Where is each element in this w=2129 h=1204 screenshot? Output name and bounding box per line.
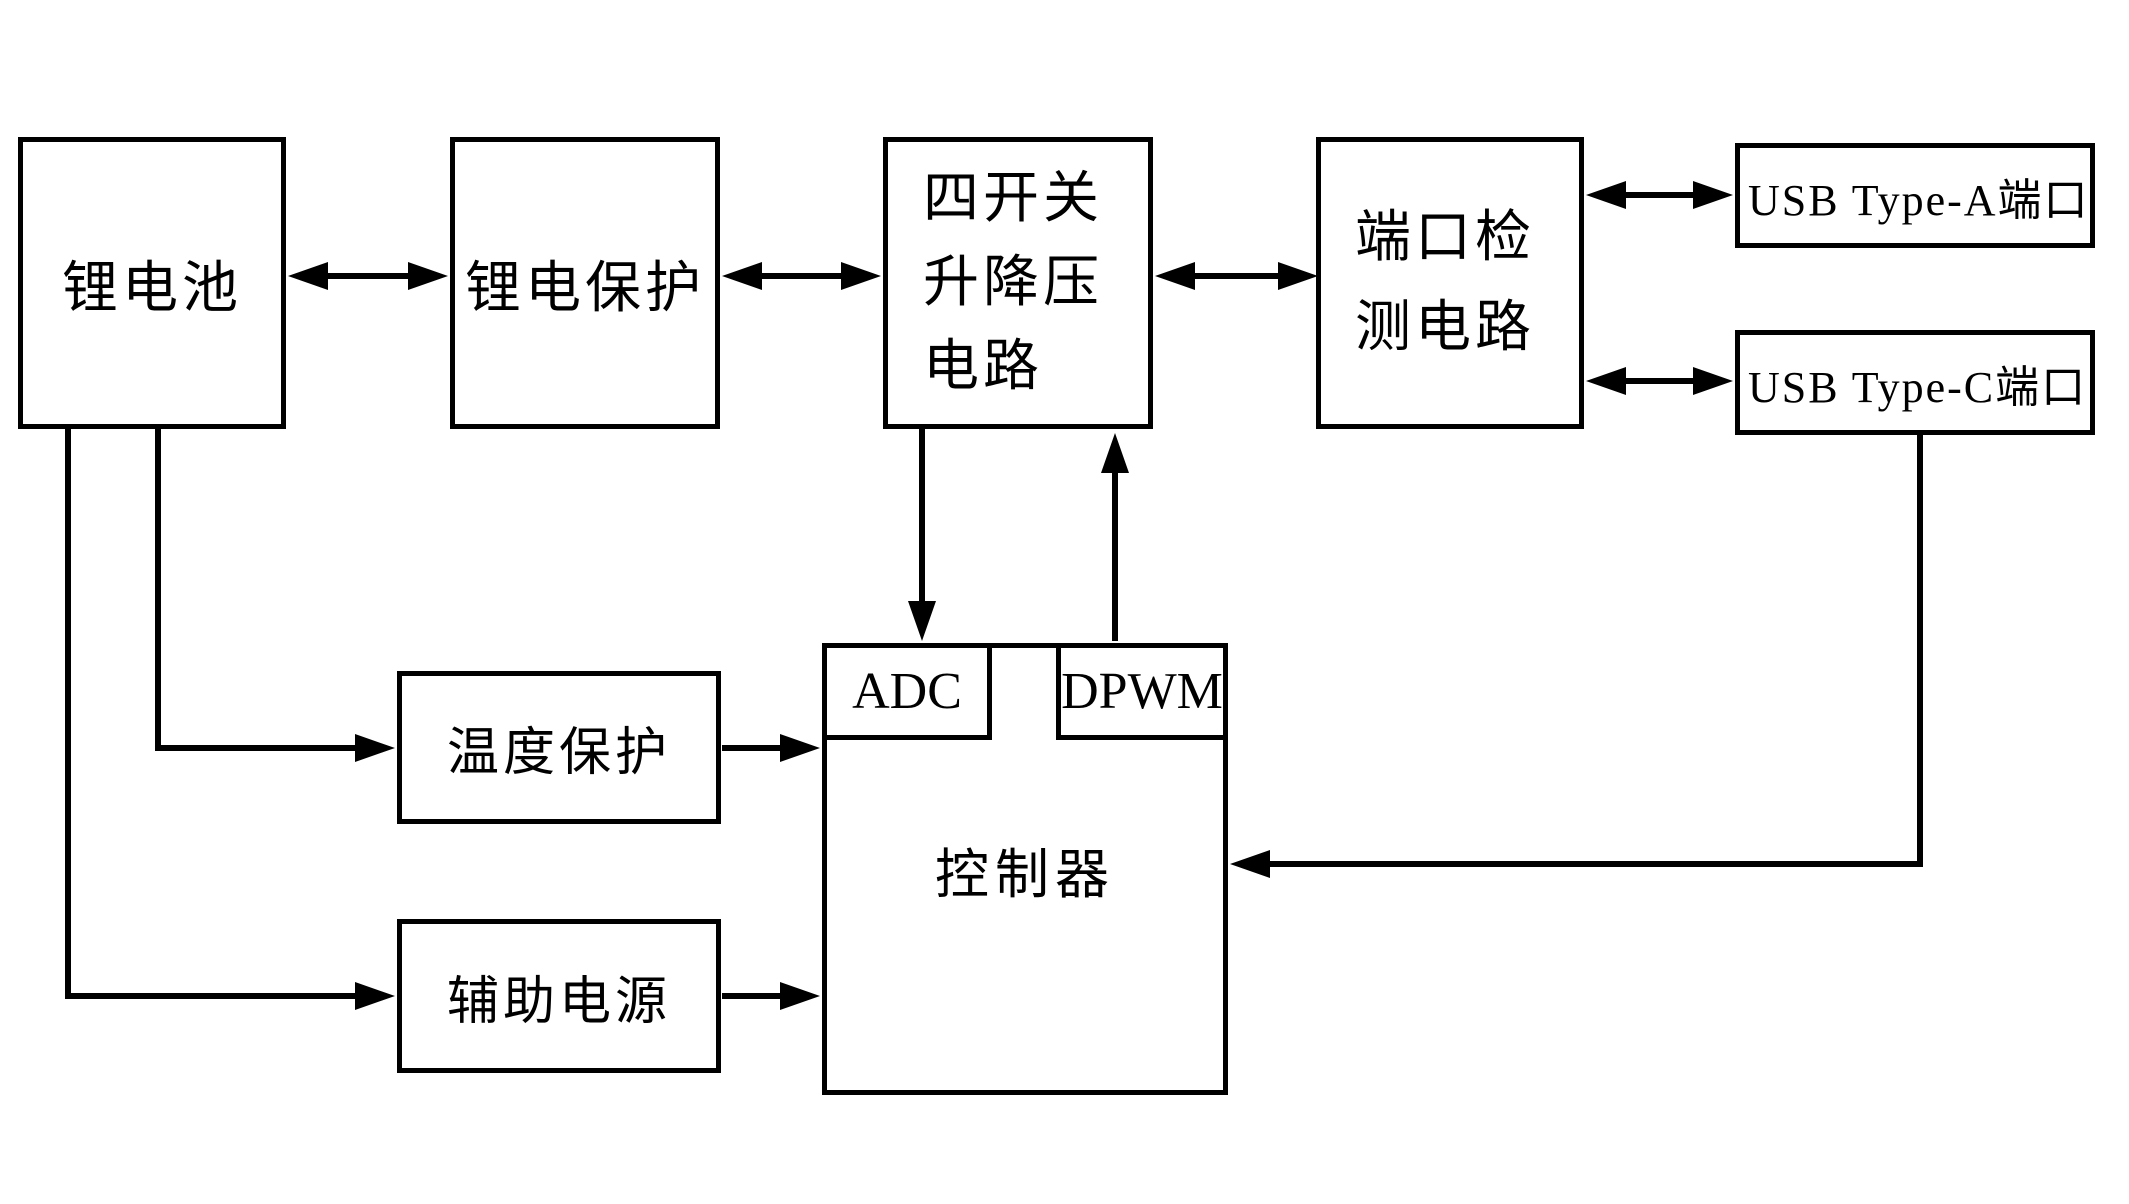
block-lithium-battery: 锂电池 [18,137,286,429]
arrow-temperature-protection-to-controller [722,734,820,762]
arrow-usb-type-c-to-controller [1230,433,1923,878]
arrow-buck-boost-to-port-detection [1155,262,1318,290]
block-auxiliary-power: 辅助电源 [397,919,721,1073]
block-port-detection: 端口检测电路 [1316,137,1584,429]
block-usb-type-a-port-label: USB Type-A端口 [1748,175,2090,225]
block-usb-type-c-port-label: USB Type-C端口 [1748,362,2088,412]
arrow-buck-boost-to-adc [908,429,936,641]
arrow-battery-to-battery-protection [288,262,448,290]
arrow-battery-to-temperature-protection [155,429,395,762]
block-auxiliary-power-label: 辅助电源 [446,973,671,1031]
block-controller-label: 控制器 [935,844,1115,905]
block-adc-label: ADC [852,663,962,720]
arrow-auxiliary-power-to-controller [722,982,820,1010]
arrow-battery-to-auxiliary-power [65,429,395,1010]
block-usb-type-c-port: USB Type-C端口 [1735,330,2095,435]
arrow-port-detection-to-usb-type-a [1586,181,1733,209]
block-temperature-protection: 温度保护 [397,671,721,824]
block-lithium-battery-label: 锂电池 [62,257,242,320]
block-dpwm: DPWM [1056,643,1228,740]
block-port-detection-label: 端口检测电路 [1355,207,1535,359]
block-adc: ADC [822,643,992,740]
block-usb-type-a-port: USB Type-A端口 [1735,143,2095,248]
block-battery-protection: 锂电保护 [450,137,720,429]
arrow-battery-protection-to-buck-boost [722,262,881,290]
block-dpwm-label: DPWM [1061,663,1223,720]
arrow-port-detection-to-usb-type-c [1586,367,1733,395]
block-battery-protection-label: 锂电保护 [465,257,705,320]
block-four-switch-buck-boost: 四开关升降压电路 [883,137,1153,429]
block-temperature-protection-label: 温度保护 [446,725,671,782]
arrow-dpwm-to-buck-boost [1101,433,1129,641]
block-four-switch-buck-boost-label: 四开关升降压电路 [923,168,1103,398]
